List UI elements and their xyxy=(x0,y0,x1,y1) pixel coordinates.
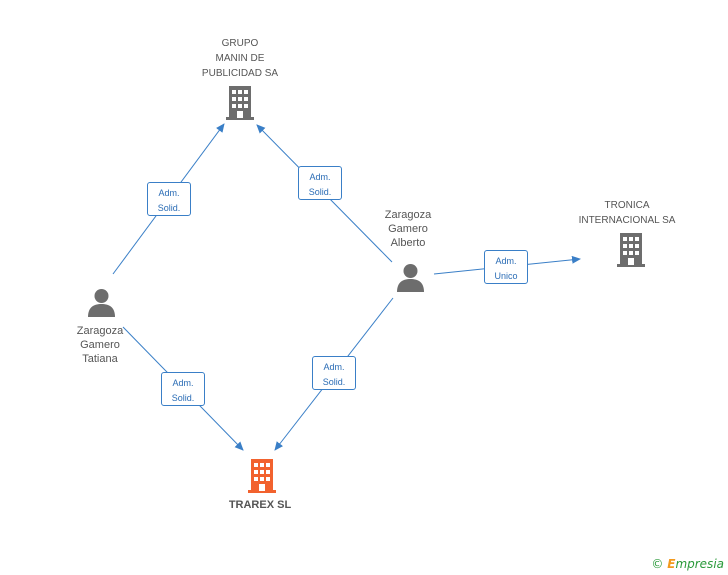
person-label-alberto[interactable]: Zaragoza Gamero Alberto xyxy=(360,208,456,250)
relation-type: Unico xyxy=(494,271,518,281)
relation-role: Adm. xyxy=(309,172,331,182)
relation-badge-tatiana-grupo[interactable]: Adm. Solid. xyxy=(147,182,191,216)
label-line: Zaragoza xyxy=(384,209,432,221)
brand-footer[interactable]: © Empresia xyxy=(651,557,724,571)
company-label-grupo-manin[interactable]: GRUPO MANIN DE PUBLICIDAD SA xyxy=(180,36,300,81)
label-line: PUBLICIDAD SA xyxy=(201,68,279,79)
relation-type: Solid. xyxy=(171,393,195,403)
label-line: Gamero xyxy=(388,223,428,235)
relation-role: Adm. xyxy=(323,362,345,372)
relation-badge-alberto-trarex[interactable]: Adm. Solid. xyxy=(312,356,356,390)
relation-role: Adm. xyxy=(158,188,180,198)
label-line: Alberto xyxy=(390,237,426,249)
relation-type: Solid. xyxy=(308,187,332,197)
relation-role: Adm. xyxy=(495,256,517,266)
label-line: INTERNACIONAL SA xyxy=(578,215,676,226)
relation-badge-alberto-grupo[interactable]: Adm. Solid. xyxy=(298,166,342,200)
building-icon[interactable] xyxy=(224,86,256,120)
main-building-icon[interactable] xyxy=(246,459,278,493)
label-line: MANIN DE xyxy=(215,53,265,64)
label-line: Tatiana xyxy=(82,353,118,365)
relation-role: Adm. xyxy=(172,378,194,388)
relation-type: Solid. xyxy=(157,203,181,213)
building-icon[interactable] xyxy=(615,233,647,267)
person-label-tatiana[interactable]: Zaragoza Gamero Tatiana xyxy=(52,324,148,366)
relation-badge-tatiana-trarex[interactable]: Adm. Solid. xyxy=(161,372,205,406)
brand-logo-text: mpresia xyxy=(675,557,724,571)
relation-badge-alberto-tronica[interactable]: Adm. Unico xyxy=(484,250,528,284)
person-icon[interactable] xyxy=(87,288,116,317)
person-icon[interactable] xyxy=(396,263,425,292)
main-company-label[interactable]: TRAREX SL xyxy=(228,499,292,511)
brand-logo-initial: E xyxy=(667,557,676,571)
copyright-icon: © xyxy=(651,557,664,571)
label-line: Gamero xyxy=(80,339,120,351)
relation-type: Solid. xyxy=(322,377,346,387)
label-line: TRONICA xyxy=(604,200,650,211)
company-label-tronica[interactable]: TRONICA INTERNACIONAL SA xyxy=(567,198,687,228)
label-line: GRUPO xyxy=(221,38,259,49)
label-line: Zaragoza xyxy=(76,325,124,337)
